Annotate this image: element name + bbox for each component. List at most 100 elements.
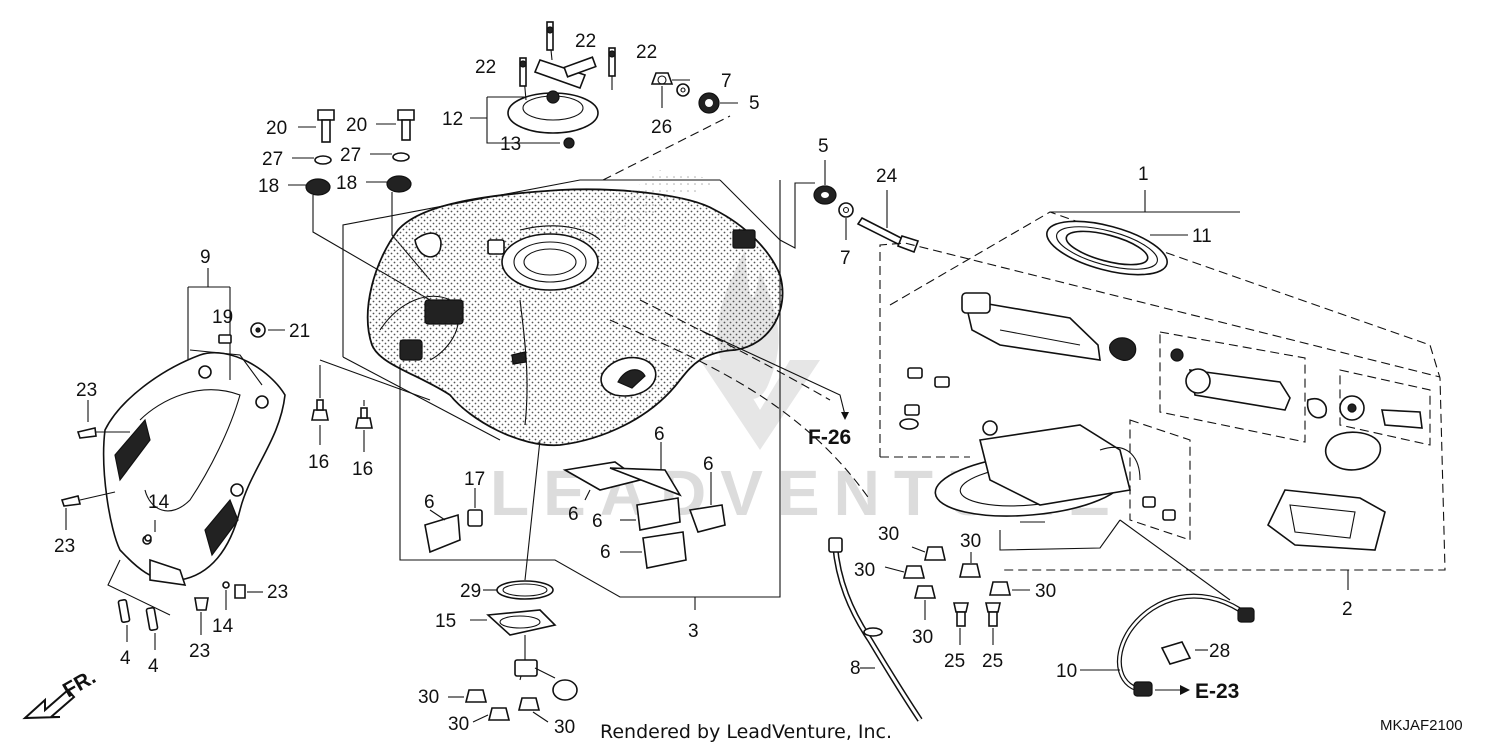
callout-30: 30 xyxy=(878,524,899,545)
callout-11: 11 xyxy=(1192,226,1212,247)
reference-f26[interactable]: F-26 xyxy=(808,426,851,449)
nut-30-8 xyxy=(517,697,541,711)
pump-clip xyxy=(1381,409,1423,429)
callout-30: 30 xyxy=(554,717,575,738)
fuel-pump-assembly xyxy=(879,190,1446,590)
gasket-11 xyxy=(1046,220,1168,276)
callout-4: 4 xyxy=(120,648,131,669)
nut-30-7 xyxy=(487,707,511,721)
callout-labels: 22 22 22 12 13 26 7 5 20 20 27 27 18 18 … xyxy=(54,31,1353,738)
callout-23: 23 xyxy=(267,582,288,603)
diagram-code: MKJAF2100 xyxy=(1380,717,1463,734)
clip-19 xyxy=(218,334,232,344)
callout-23: 23 xyxy=(189,641,210,662)
bolt-25-a xyxy=(953,602,969,627)
nut-30-3 xyxy=(958,563,982,578)
fuel-pump-motor xyxy=(1170,348,1291,411)
bolt-20-b xyxy=(397,109,415,141)
callout-28: 28 xyxy=(1209,641,1230,662)
callout-30: 30 xyxy=(418,687,439,708)
pump-small-hardware xyxy=(899,367,1176,521)
reference-e23[interactable]: E-23 xyxy=(1195,680,1239,703)
callout-8: 8 xyxy=(850,658,861,679)
rubber-18-b xyxy=(386,175,412,193)
credit-text: Rendered by LeadVenture, Inc. xyxy=(600,721,892,743)
nut-30-2 xyxy=(902,565,926,579)
callout-3: 3 xyxy=(688,621,699,642)
callout-6: 6 xyxy=(600,542,611,563)
pump-module-upper xyxy=(961,292,1137,361)
screw-16-a xyxy=(311,399,329,421)
bolt-20-a xyxy=(317,109,335,143)
screw-21 xyxy=(250,322,266,338)
callout-30: 30 xyxy=(912,627,933,648)
callout-12: 12 xyxy=(442,109,463,130)
callout-22: 22 xyxy=(636,42,657,63)
washer-27-a xyxy=(314,155,332,165)
tank-leader-lines xyxy=(319,115,871,610)
callout-30: 30 xyxy=(1035,581,1056,602)
callout-14: 14 xyxy=(148,492,170,513)
clip-14-a xyxy=(144,534,152,542)
callout-30: 30 xyxy=(854,560,875,581)
callout-15: 15 xyxy=(435,611,456,632)
fuel-tank xyxy=(366,170,784,447)
rubber-18-a xyxy=(305,178,331,196)
callout-16: 16 xyxy=(308,452,329,473)
wire-harness-10 xyxy=(1080,519,1255,697)
callout-6: 6 xyxy=(568,504,579,525)
callout-4: 4 xyxy=(148,656,159,677)
callout-13: 13 xyxy=(500,134,521,155)
tank-rear-mount xyxy=(813,160,920,254)
callout-29: 29 xyxy=(460,581,481,602)
rubber-5-rear xyxy=(813,185,837,205)
screw-23-a xyxy=(76,427,97,439)
nut-cluster-right xyxy=(884,546,1030,645)
rubber-4-b xyxy=(145,606,159,632)
screws-16 xyxy=(311,365,373,452)
pump-spring xyxy=(1306,397,1327,419)
callout-27: 27 xyxy=(340,145,361,166)
callout-19: 19 xyxy=(212,307,233,328)
callout-7: 7 xyxy=(721,71,732,92)
callout-22: 22 xyxy=(475,57,496,78)
callout-26: 26 xyxy=(651,117,672,138)
collar-7-rear xyxy=(838,202,854,218)
bolt-24 xyxy=(856,216,920,254)
screw-16-b xyxy=(355,407,373,429)
callout-30: 30 xyxy=(448,714,469,735)
screw-23-d xyxy=(234,584,246,599)
nut-30-6 xyxy=(464,689,488,703)
pump-filter xyxy=(1324,431,1382,471)
pump-cover-2 xyxy=(1266,489,1386,551)
heat-guards xyxy=(424,442,726,569)
callout-18: 18 xyxy=(258,176,279,197)
screw-23-b xyxy=(60,495,81,507)
rubber-4-a xyxy=(117,598,131,624)
callout-10: 10 xyxy=(1056,661,1077,682)
bolt-25-b xyxy=(985,602,1001,627)
fuel-cap-assembly xyxy=(470,21,738,149)
screw-23-c xyxy=(194,597,209,611)
callout-5: 5 xyxy=(818,136,829,157)
callout-6: 6 xyxy=(703,454,714,475)
callout-23: 23 xyxy=(54,536,75,557)
washer-27-b xyxy=(392,152,410,162)
callout-21: 21 xyxy=(289,321,310,342)
grommet-26 xyxy=(650,72,674,85)
callout-25: 25 xyxy=(944,651,965,672)
callout-25: 25 xyxy=(982,651,1003,672)
callout-2: 2 xyxy=(1342,599,1353,620)
connector-28 xyxy=(1160,641,1192,665)
nut-30-5 xyxy=(913,585,937,599)
callout-27: 27 xyxy=(262,149,283,170)
fuel-level-sensor xyxy=(448,439,578,723)
callout-9: 9 xyxy=(200,247,211,268)
callout-22: 22 xyxy=(575,31,596,52)
callout-14: 14 xyxy=(212,616,234,637)
breather-tube-8 xyxy=(828,537,923,722)
pump-base-plate xyxy=(934,420,1141,517)
callout-6: 6 xyxy=(592,511,603,532)
